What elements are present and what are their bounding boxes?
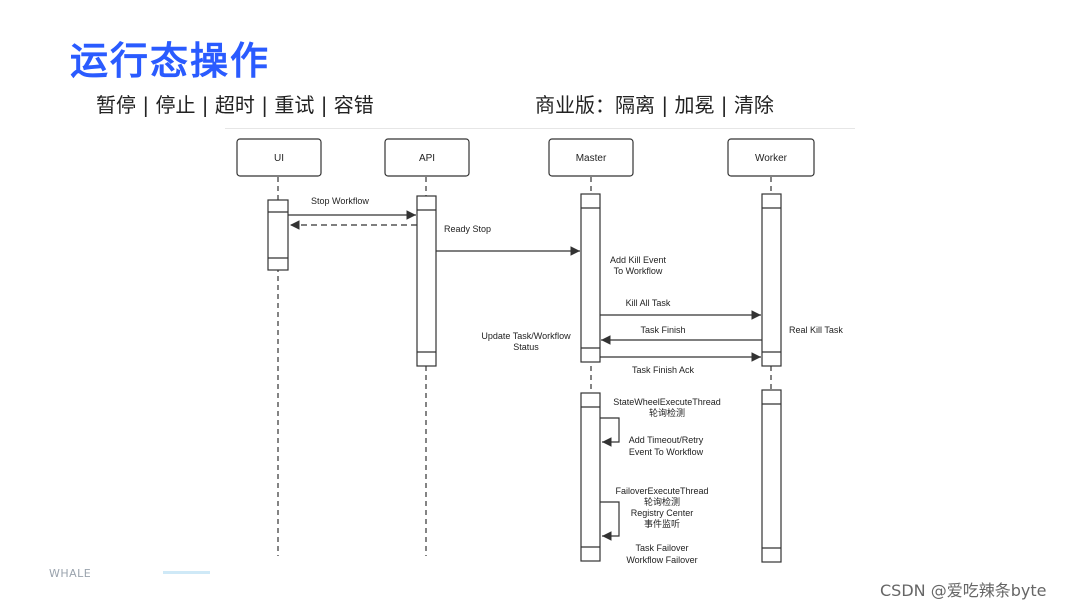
divider (225, 128, 855, 129)
label-stop-workflow: Stop Workflow (311, 196, 369, 206)
csdn-watermark: CSDN @爱吃辣条byte (880, 581, 1047, 600)
label-task-finish-ack: Task Finish Ack (632, 365, 695, 375)
label-update-status-2: Status (513, 342, 539, 352)
label-state-thread-2: 轮询检测 (649, 407, 685, 418)
page-title: 运行态操作 (70, 39, 271, 83)
label-task-failover-2: Workflow Failover (626, 555, 697, 565)
activation-worker-1 (761, 193, 782, 367)
label-failover-1: FailoverExecuteThread (615, 486, 708, 496)
participant-api: API (384, 138, 470, 177)
label-failover-2: 轮询检测 (644, 496, 680, 507)
self-loop-failover-thread (600, 501, 620, 541)
self-loop-state-thread (600, 417, 620, 447)
label-kill-all-task: Kill All Task (626, 298, 671, 308)
label-add-timeout-1: Add Timeout/Retry (629, 435, 704, 445)
label-add-kill-event-2: To Workflow (614, 266, 663, 276)
participant-master: Master (548, 138, 634, 177)
participant-master-label: Master (576, 153, 607, 164)
label-add-kill-event-1: Add Kill Event (610, 255, 667, 265)
operations-list: 暂停 | 停止 | 超时 | 重试 | 容错 (96, 93, 374, 117)
commercial-operations-list: 商业版：隔离 | 加冕 | 清除 (535, 93, 774, 117)
label-state-thread-1: StateWheelExecuteThread (613, 397, 721, 407)
activation-master-1 (580, 193, 601, 363)
brand-accent-line (163, 571, 210, 574)
label-real-kill-task: Real Kill Task (789, 325, 843, 335)
participant-worker-label: Worker (755, 153, 788, 164)
participant-api-label: API (419, 153, 435, 164)
label-add-timeout-2: Event To Workflow (629, 447, 704, 457)
brand-label: WHALE (49, 567, 92, 580)
label-task-finish: Task Finish (640, 325, 685, 335)
label-failover-3: Registry Center (631, 508, 694, 518)
label-failover-4: 事件监听 (644, 518, 680, 529)
participant-worker: Worker (727, 138, 815, 177)
label-ready-stop: Ready Stop (444, 224, 491, 234)
label-update-status-1: Update Task/Workflow (481, 331, 571, 341)
participant-ui-label: UI (274, 153, 284, 164)
activation-worker-2 (761, 389, 782, 563)
participant-ui: UI (236, 138, 322, 177)
activation-api (416, 195, 437, 367)
activation-ui (267, 199, 289, 271)
activation-master-2 (580, 392, 601, 562)
label-task-failover-1: Task Failover (635, 543, 688, 553)
